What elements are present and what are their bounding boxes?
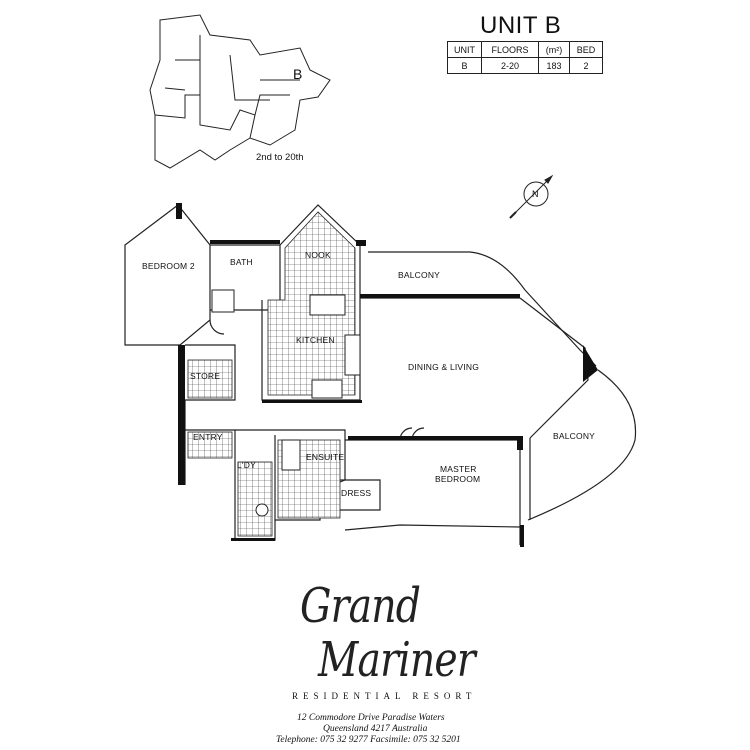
spec-cell-area: 183	[538, 57, 570, 74]
spec-table-row: B 2-20 183 2	[447, 57, 603, 74]
brand-subtitle: RESIDENTIAL RESORT	[292, 691, 477, 701]
room-label-balcony-top: BALCONY	[398, 270, 441, 280]
keyplan-caption: 2nd to 20th	[256, 152, 304, 163]
room-label-master-line1: MASTER	[440, 464, 477, 474]
address-line-1: 12 Commodore Drive Paradise Waters	[297, 713, 445, 723]
compass-icon	[509, 174, 554, 219]
key-plan	[149, 14, 331, 169]
address-line-2: Queensland 4217 Australia	[323, 724, 428, 734]
unit-spec-table: UNIT FLOORS (m²) BED B 2-20 183 2	[447, 41, 603, 74]
spec-cell-bed: 2	[569, 57, 603, 74]
room-label-master-line2: BEDROOM	[435, 474, 481, 484]
room-label-entry: ENTRY	[193, 432, 223, 442]
room-label-balcony-right: BALCONY	[553, 431, 596, 441]
room-label-store: STORE	[190, 371, 221, 381]
room-label-laundry: L'DY	[237, 460, 256, 470]
fixtures	[211, 289, 361, 517]
room-label-bath: BATH	[230, 257, 253, 267]
keyplan-unit-marker-label: B	[293, 66, 303, 82]
room-label-dining-living: DINING & LIVING	[408, 362, 480, 372]
room-label-nook: NOOK	[305, 250, 331, 260]
compass-north-text: N	[532, 189, 539, 199]
brand-logo-line2: Mariner	[318, 632, 476, 688]
room-label-kitchen: KITCHEN	[296, 335, 335, 345]
structural-walls	[176, 203, 598, 547]
address-line-3: Telephone: 075 32 9277 Facsimile: 075 32…	[276, 735, 461, 745]
brand-logo-line1: Grand	[300, 578, 421, 634]
room-label-ensuite: ENSUITE	[306, 452, 345, 462]
unit-title: UNIT B	[480, 12, 562, 39]
room-label-dress: DRESS	[341, 488, 372, 498]
room-label-bedroom-2: BEDROOM 2	[142, 261, 195, 271]
